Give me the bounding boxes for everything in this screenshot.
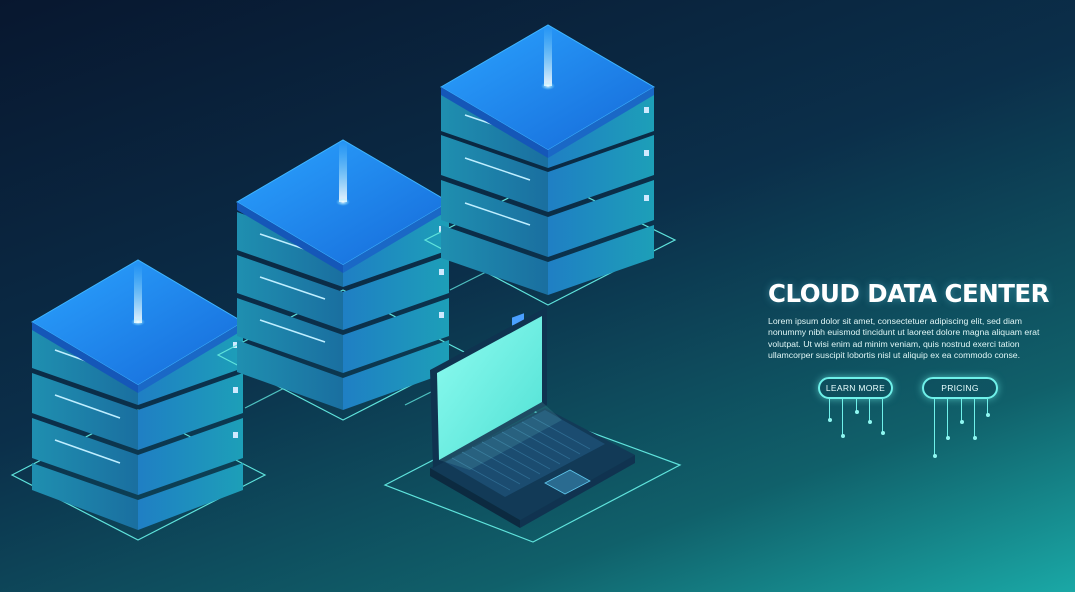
server-unit: [32, 418, 243, 495]
server-rack-icon: [10, 259, 267, 541]
laptop-icon: [383, 307, 682, 543]
server-unit: [237, 298, 449, 373]
server-unit: [237, 255, 449, 330]
server-unit: [32, 373, 243, 450]
light-beam: [336, 198, 350, 206]
hero-description: Lorem ipsum dolor sit amet, consectetuer…: [768, 316, 1040, 361]
pricing-button[interactable]: PRICING: [922, 377, 998, 399]
touchpad: [544, 469, 591, 495]
server-platform: [423, 177, 677, 306]
learn-more-button[interactable]: LEARN MORE: [818, 377, 893, 399]
server-rack-icon: [216, 139, 472, 421]
server-unit: [237, 340, 449, 410]
hero-section: CLOUD DATA CENTER Lorem ipsum dolor sit …: [768, 278, 1063, 362]
light-beam: [131, 318, 145, 326]
laptop-screen: [437, 316, 542, 460]
server-unit: [441, 225, 654, 295]
keyboard: [451, 416, 591, 491]
server-rack-icon: [423, 24, 677, 306]
server-unit: [441, 180, 654, 257]
light-beam: [541, 82, 555, 90]
server-unit: [32, 463, 243, 530]
page-title: CLOUD DATA CENTER: [768, 279, 1050, 308]
server-unit: [441, 135, 654, 212]
